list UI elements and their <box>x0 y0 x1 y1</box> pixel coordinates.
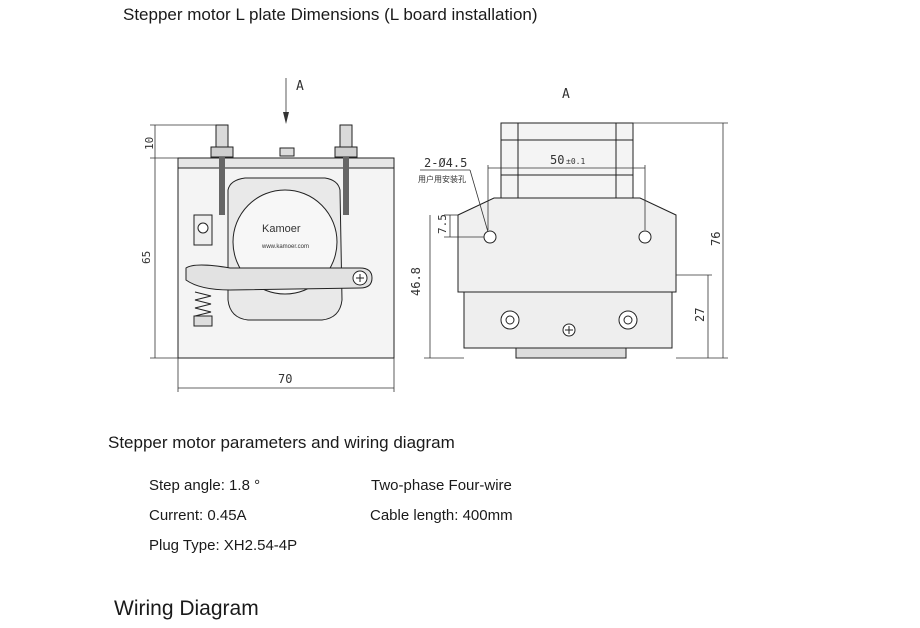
front-view: A Kamoer www.kamoer.com 10 <box>140 78 395 392</box>
drawing-title: Stepper motor L plate Dimensions (L boar… <box>123 5 538 24</box>
wiring-diagram-heading: Wiring Diagram <box>114 597 259 620</box>
step-angle: Step angle: 1.8 ° <box>149 477 261 494</box>
lower-plate <box>463 291 673 349</box>
mount-hole-left <box>483 230 497 244</box>
spring <box>194 291 212 317</box>
current: Current: 0.45A <box>149 507 247 524</box>
dim-50-tol: ±0.1 <box>566 157 585 166</box>
dim-7-5: 7.5 <box>436 214 449 234</box>
mount-hole-right <box>638 230 652 244</box>
brand-url: www.kamoer.com <box>261 244 309 250</box>
dim-50: 50 <box>550 153 564 167</box>
brand-logo: Kamoer <box>262 223 301 235</box>
l-plate-top-edge <box>177 157 395 169</box>
parameters-heading: Stepper motor parameters and wiring diag… <box>108 433 455 452</box>
view-arrow-head <box>283 112 289 124</box>
side-view-label: A <box>562 87 570 102</box>
hole-note: 用户用安装孔 <box>418 174 466 184</box>
dim-65: 65 <box>140 251 153 264</box>
clamp-lever <box>185 264 373 291</box>
dim-76: 76 <box>709 232 723 246</box>
dim-10: 10 <box>143 137 156 150</box>
dim-70: 70 <box>278 372 292 386</box>
dimension-drawing: A Kamoer www.kamoer.com 10 <box>140 78 728 392</box>
dim-46-8: 46.8 <box>409 267 423 296</box>
side-view: A 2-Ø4.5 用户用安装孔 50 ±0.1 <box>409 87 728 359</box>
front-view-label: A <box>296 79 304 94</box>
plug-type: Plug Type: XH2.54-4P <box>149 537 298 554</box>
phase-wiring: Two-phase Four-wire <box>371 477 512 494</box>
mount-flange <box>457 197 677 293</box>
cable-length: Cable length: 400mm <box>370 507 513 524</box>
hole-spec: 2-Ø4.5 <box>424 156 467 170</box>
dim-27: 27 <box>693 308 707 322</box>
